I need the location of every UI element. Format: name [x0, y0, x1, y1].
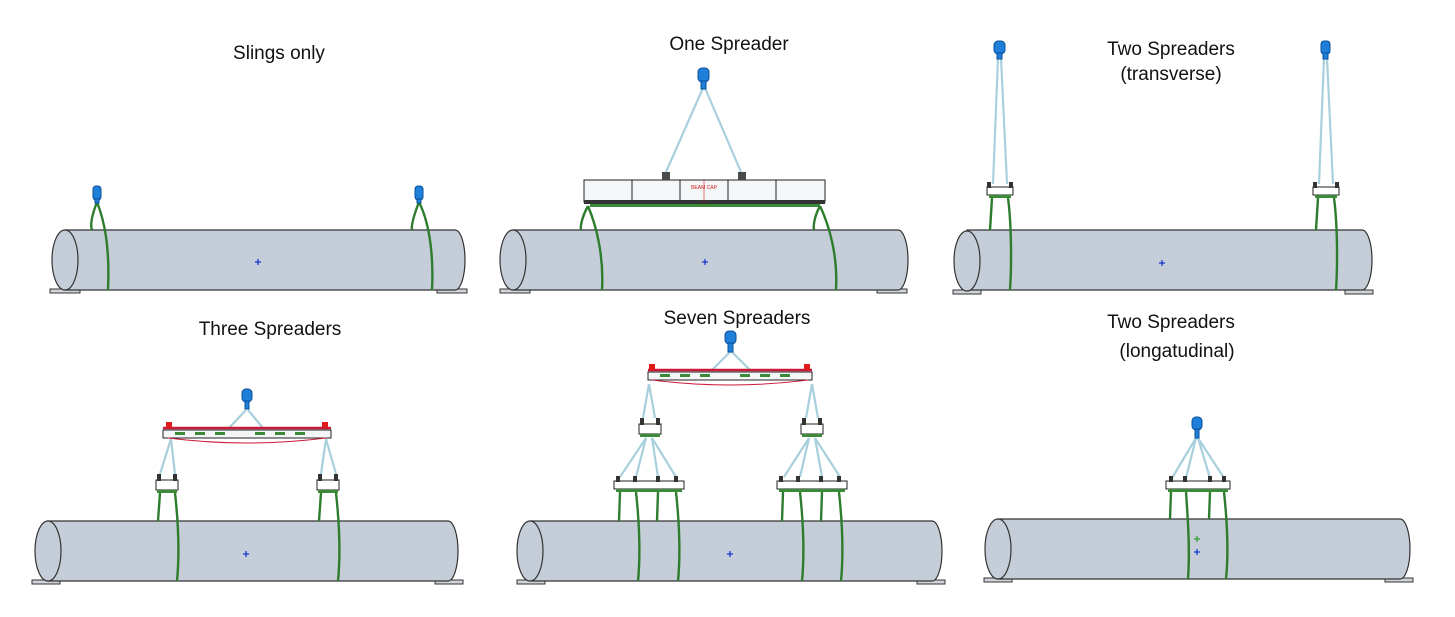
panel-three-spreaders [31, 388, 464, 585]
rigging-ropes [1171, 437, 1225, 479]
spreader-beam: BEAM CAP [583, 172, 826, 207]
panel-slings-only [49, 185, 468, 294]
pipe [51, 229, 466, 291]
panel-two-spreaders-transverse [952, 40, 1374, 295]
spreader-bracket [986, 186, 1014, 196]
hook-icon [724, 330, 737, 353]
pipe-center-mark [255, 259, 261, 265]
pipe [984, 518, 1411, 580]
rigging-ropes [619, 351, 841, 478]
spreader-label: BEAM CAP [691, 185, 718, 191]
panel-title-one-spreader: One Spreader [669, 34, 789, 55]
hook-icon [414, 185, 424, 204]
panel-two-spreaders-longitudinal [983, 416, 1414, 583]
pipe-center-mark [1159, 260, 1165, 266]
pipe-center-mark [1194, 549, 1200, 555]
sling-left [90, 201, 110, 291]
panel-seven-spreaders [516, 330, 946, 585]
pipe [499, 229, 909, 291]
spreader-assembly-right [1312, 40, 1340, 291]
panel-subtitle-transverse: (transverse) [1120, 64, 1221, 85]
panel-title-two-spreaders-longitudinal: Two Spreaders [1107, 312, 1235, 333]
pipe-center-mark [702, 259, 708, 265]
panel-one-spreader: BEAM CAP [499, 67, 909, 294]
panel-title-two-spreaders-transverse: Two Spreaders [1107, 39, 1235, 60]
top-spreader-beam [647, 364, 813, 386]
pipe [516, 520, 943, 582]
spreader-assembly-right [316, 474, 341, 582]
hook-icon [1320, 40, 1331, 60]
panel-title-slings-only: Slings only [233, 43, 325, 64]
spreader-assembly-left [986, 40, 1014, 291]
pipe [34, 520, 459, 582]
hook-icon [92, 185, 102, 204]
spreader-pair [1165, 476, 1231, 580]
spreader-bracket [1312, 186, 1340, 196]
pipe-center-mark [243, 551, 249, 557]
hook-icon [1191, 416, 1203, 439]
panel-title-seven-spreaders: Seven Spreaders [664, 308, 811, 329]
top-spreader-beam [162, 422, 332, 444]
hook-icon [697, 67, 710, 90]
rigging-ropes [158, 409, 338, 475]
sling-right [812, 205, 838, 291]
cog-mark [1194, 536, 1200, 542]
hook-icon [241, 388, 253, 410]
mid-spreader-right [800, 418, 824, 437]
sling-right [410, 201, 434, 291]
sling-left [579, 205, 604, 291]
pipe [953, 229, 1373, 292]
lower-spreader-group-right [776, 476, 848, 582]
mid-spreader-left [638, 418, 662, 437]
pipe-center-mark [727, 551, 733, 557]
spreader-assembly-left [155, 474, 180, 582]
panel-title-three-spreaders: Three Spreaders [199, 319, 342, 340]
panel-subtitle-longitudinal: (longatudinal) [1119, 341, 1234, 362]
lower-spreader-group-left [613, 476, 685, 582]
hook-icon [993, 40, 1006, 60]
rigging-ropes [664, 87, 743, 173]
